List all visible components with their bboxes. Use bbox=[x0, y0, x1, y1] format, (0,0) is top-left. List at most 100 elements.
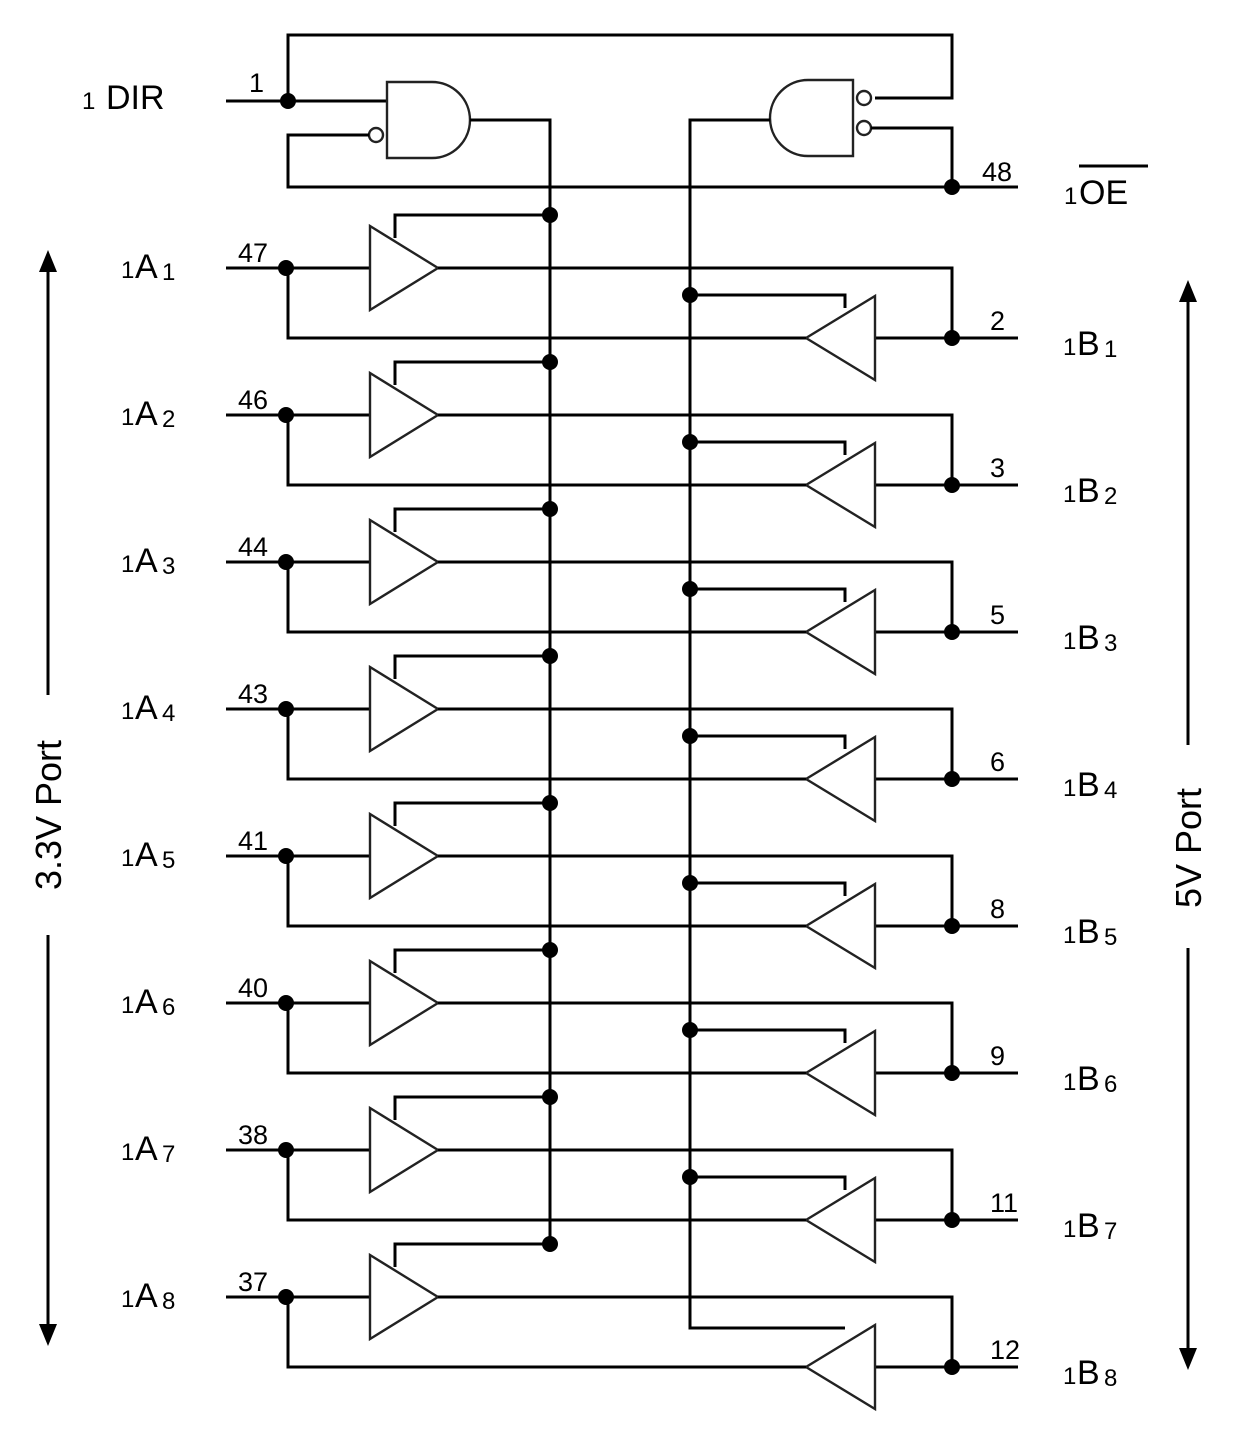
b2-junction bbox=[944, 477, 960, 493]
right-port-arrow-head-up bbox=[1179, 280, 1197, 302]
b4-junction bbox=[944, 771, 960, 787]
a8-pin-number: 37 bbox=[238, 1267, 268, 1297]
a4-label-prefix: 1 bbox=[121, 698, 134, 725]
b8-label-index: 8 bbox=[1104, 1365, 1117, 1392]
b-to-a-enable-wire-5 bbox=[690, 881, 847, 896]
b8-label-prefix: 1 bbox=[1063, 1363, 1076, 1390]
left-port-label: 3.3V Port bbox=[28, 740, 69, 890]
a4-label-index: 4 bbox=[162, 700, 175, 727]
b5-label: B bbox=[1077, 913, 1100, 951]
b5-label-prefix: 1 bbox=[1063, 922, 1076, 949]
b-to-a-enable-wire-1 bbox=[690, 293, 847, 308]
a8-label: A bbox=[135, 1277, 158, 1315]
b6-junction bbox=[944, 1065, 960, 1081]
a-to-b-buffer-5 bbox=[368, 811, 441, 901]
ab-enable-junction-8 bbox=[542, 1236, 558, 1252]
ab-enable-junction-3 bbox=[542, 501, 558, 517]
a4-label: A bbox=[135, 689, 158, 727]
b-to-a-output-wire-1 bbox=[286, 268, 806, 340]
right-gate-inverter-bubble-bottom bbox=[855, 119, 873, 137]
a2-label-prefix: 1 bbox=[121, 404, 134, 431]
a1-label-index: 1 bbox=[162, 259, 175, 286]
b6-label-index: 6 bbox=[1104, 1071, 1117, 1098]
a-to-b-buffer-3 bbox=[368, 517, 441, 607]
a2-label: A bbox=[135, 395, 158, 433]
a7-label: A bbox=[135, 1130, 158, 1168]
a7-label-index: 7 bbox=[162, 1141, 175, 1168]
a6-label-index: 6 bbox=[162, 994, 175, 1021]
ba-enable-junction-2 bbox=[682, 434, 698, 450]
a-to-b-output-wire-6 bbox=[438, 1001, 954, 1073]
a5-label-index: 5 bbox=[162, 847, 175, 874]
a5-junction bbox=[278, 848, 294, 864]
dir-pin-number: 1 bbox=[249, 68, 264, 98]
a-to-b-buffer-6 bbox=[368, 958, 441, 1048]
a6-pin-number: 40 bbox=[238, 973, 268, 1003]
left-port-arrow-head-down bbox=[39, 1324, 57, 1346]
a-to-b-enable-wire-4 bbox=[393, 654, 550, 679]
ba-enable-junction-4 bbox=[682, 728, 698, 744]
a7-junction bbox=[278, 1142, 294, 1158]
b3-label: B bbox=[1077, 619, 1100, 657]
a4-junction bbox=[278, 701, 294, 717]
b-to-a-output-wire-4 bbox=[286, 709, 806, 781]
b4-pin-number: 6 bbox=[990, 747, 1005, 777]
a8-junction bbox=[278, 1289, 294, 1305]
b7-junction bbox=[944, 1212, 960, 1228]
dir-junction bbox=[280, 93, 296, 109]
enable-ba-output-wire bbox=[688, 118, 845, 1330]
a-to-b-enable-wire-1 bbox=[393, 213, 550, 238]
a1-pin-number: 47 bbox=[238, 238, 268, 268]
a-to-b-enable-wire-5 bbox=[393, 801, 550, 826]
b8-label: B bbox=[1077, 1354, 1100, 1392]
oe-to-left-gate-wire bbox=[286, 133, 952, 189]
right-and-gate bbox=[768, 78, 855, 158]
ab-enable-junction-4 bbox=[542, 648, 558, 664]
dir-loop-wire bbox=[286, 33, 954, 101]
b-to-a-buffer-8 bbox=[803, 1322, 877, 1412]
a3-label-index: 3 bbox=[162, 553, 175, 580]
control-logic: 1 DIR 1 48 1 OE bbox=[82, 33, 1148, 1330]
ba-enable-junction-1 bbox=[682, 287, 698, 303]
b7-pin-number: 11 bbox=[990, 1188, 1018, 1218]
b-to-a-output-wire-7 bbox=[286, 1150, 806, 1222]
a-to-b-buffer-1 bbox=[368, 223, 441, 313]
b-to-a-buffer-7 bbox=[803, 1175, 877, 1265]
b6-label: B bbox=[1077, 1060, 1100, 1098]
right-port-arrow-head-down bbox=[1179, 1348, 1197, 1370]
b-to-a-buffer-5 bbox=[803, 881, 877, 971]
b-to-a-buffer-6 bbox=[803, 1028, 877, 1118]
b2-label: B bbox=[1077, 472, 1100, 510]
a-to-b-enable-wire-2 bbox=[393, 360, 550, 385]
a-to-b-output-wire-8 bbox=[438, 1295, 954, 1367]
a-to-b-output-wire-4 bbox=[438, 707, 954, 779]
ba-enable-junction-3 bbox=[682, 581, 698, 597]
a4-pin-number: 43 bbox=[238, 679, 268, 709]
a5-pin-number: 41 bbox=[238, 826, 268, 856]
b8-junction bbox=[944, 1359, 960, 1375]
a6-label-prefix: 1 bbox=[121, 992, 134, 1019]
b1-junction bbox=[944, 330, 960, 346]
oe-to-right-gate-wire bbox=[871, 126, 954, 187]
a-to-b-buffer-8 bbox=[368, 1252, 441, 1342]
a8-label-index: 8 bbox=[162, 1288, 175, 1315]
b4-label-prefix: 1 bbox=[1063, 775, 1076, 802]
b2-label-index: 2 bbox=[1104, 483, 1117, 510]
b5-junction bbox=[944, 918, 960, 934]
a-to-b-output-wire-3 bbox=[438, 560, 954, 632]
dir-label: DIR bbox=[106, 79, 165, 117]
b-to-a-enable-wire-3 bbox=[690, 587, 847, 602]
b-to-a-enable-wire-4 bbox=[690, 734, 847, 749]
a-to-b-enable-wire-7 bbox=[393, 1095, 550, 1120]
b-to-a-output-wire-3 bbox=[286, 562, 806, 634]
a2-pin-number: 46 bbox=[238, 385, 268, 415]
dir-label-prefix: 1 bbox=[82, 88, 95, 115]
ab-enable-junction-1 bbox=[542, 207, 558, 223]
b4-label: B bbox=[1077, 766, 1100, 804]
